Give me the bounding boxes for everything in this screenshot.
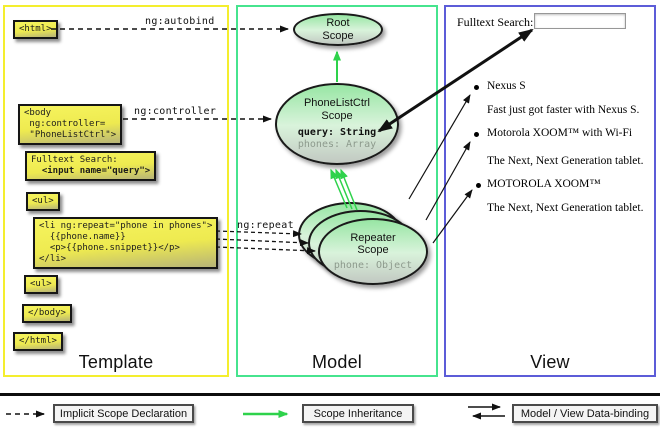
phonelistctrl-prop-query: query: String: [297, 127, 377, 138]
phonelistctrl-scope-ellipse: PhoneListCtrl Scope query: String phones…: [275, 83, 399, 165]
legend-implicit-scope-box: Implicit Scope Declaration: [53, 404, 194, 423]
legend-data-binding-box: Model / View Data-binding: [512, 404, 658, 423]
ng-controller-label: ng:controller: [134, 106, 217, 117]
legend-data-binding-label: Model / View Data-binding: [520, 407, 650, 420]
legend-scope-inheritance-box: Scope Inheritance: [302, 404, 414, 423]
ng-autobind-label: ng:autobind: [145, 16, 215, 27]
phone-item-title: Nexus S: [487, 80, 526, 92]
phonelistctrl-prop-phones: phones: Array: [297, 139, 377, 150]
list-bullet: [474, 85, 479, 90]
model-panel-label: Model: [311, 352, 363, 372]
template-panel-label: Template: [78, 352, 154, 372]
list-bullet: [474, 132, 479, 137]
code-box-ul-close: <ul>: [24, 275, 58, 294]
code-box-body-close: </body>: [22, 304, 72, 323]
list-bullet: [476, 183, 481, 188]
phone-item-title: MOTOROLA XOOM™: [487, 178, 601, 190]
model-panel: Model: [236, 5, 438, 377]
code-fulltext-label: Fulltext Search:: [31, 155, 118, 165]
legend-scope-inheritance-label: Scope Inheritance: [313, 407, 403, 420]
repeater-scope-ellipse-front: Repeater Scope phone: Object: [318, 218, 428, 285]
code-box-body-open: <body ng:controller= "PhoneListCtrl">: [18, 104, 123, 145]
view-panel: View: [444, 5, 656, 377]
phone-item-desc: The Next, Next Generation tablet.: [487, 202, 644, 214]
code-box-li-repeat: <li ng:repeat="phone in phones"> {{phone…: [33, 217, 219, 269]
phone-item-title: Motorola XOOM™ with Wi-Fi: [487, 127, 633, 139]
view-search-input[interactable]: [534, 13, 626, 29]
view-panel-label: View: [530, 352, 570, 372]
phonelistctrl-scope-title: PhoneListCtrl Scope: [303, 97, 371, 122]
root-scope-title: Root Scope: [322, 17, 354, 42]
code-box-html-close: </html>: [13, 332, 63, 351]
ng-repeat-label: ng:repeat: [237, 220, 294, 231]
legend-implicit-scope-label: Implicit Scope Declaration: [59, 407, 188, 420]
code-box-fulltext: Fulltext Search: <input name="query">: [25, 151, 157, 181]
code-box-ul-open: <ul>: [26, 192, 60, 211]
view-search-label: Fulltext Search:: [457, 15, 534, 29]
root-scope-ellipse: Root Scope: [293, 13, 383, 46]
repeater-scope-title: Repeater Scope: [350, 231, 396, 257]
legend-separator-line: [0, 393, 660, 396]
code-box-html-open: <html>: [13, 20, 58, 39]
phone-item-desc: The Next, Next Generation tablet.: [487, 155, 644, 167]
repeater-prop-phone: phone: Object: [333, 259, 413, 271]
phone-item-desc: Fast just got faster with Nexus S.: [487, 104, 640, 116]
code-fulltext-input: <input name="query">: [31, 166, 151, 176]
